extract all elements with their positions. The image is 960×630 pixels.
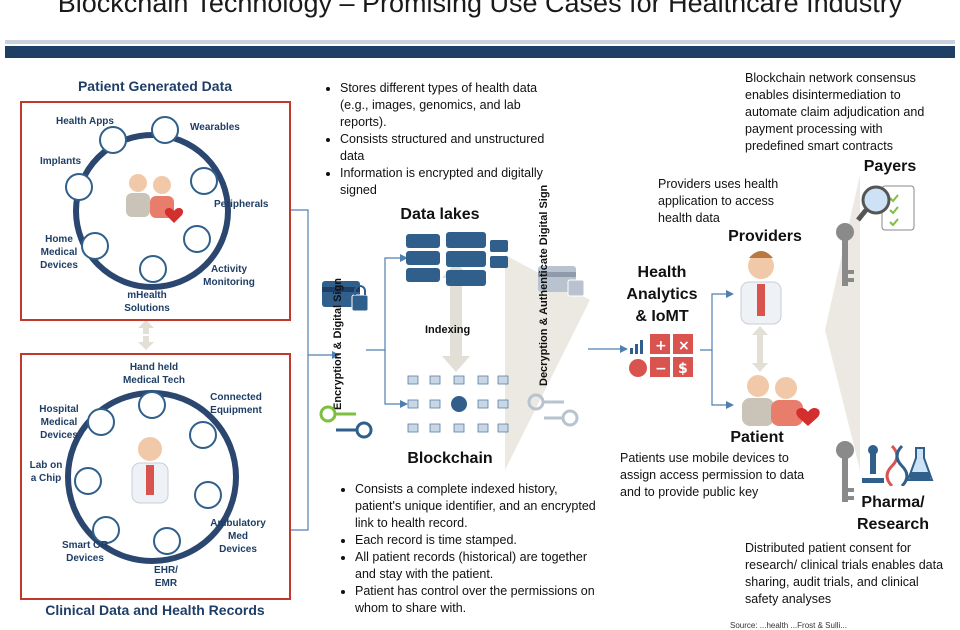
payers-title: Payers [863,158,917,175]
database-icon [400,228,510,290]
title-rule-light [5,40,955,44]
encryption-digital-sign-label: Encryption & Digital Sign [332,277,344,410]
svg-text:−: − [655,361,667,377]
clinical-heading: Clinical Data and Health Records [45,602,265,618]
label-smart-or-devices: Smart OR Devices [61,540,109,564]
providers-note: Providers uses health application to acc… [658,177,779,225]
card-lock-icon [320,277,372,315]
key-icon [834,220,856,290]
data-lakes-bullet: Consists structured and unstructured dat… [340,131,568,165]
key-icon [834,440,856,506]
pharma-note: Distributed patient consent for research… [745,541,944,606]
svg-text:$: $ [678,361,688,377]
label-implants: Implants [40,156,82,167]
data-lakes-bullets: Stores different types of health data (e… [318,80,568,199]
label-hand-held-medical-tech: Hand held Medical Tech [122,362,186,386]
funnel-left [505,255,590,470]
indexing-label: Indexing [425,324,471,336]
blockchain-bullet: Each record is time stamped. [355,532,598,549]
blockchain-bullets: Consists a complete indexed history, pat… [333,481,598,617]
label-connected-equipment: Connected Equipment [210,392,262,416]
payers-note: Blockchain network consensus enables dis… [745,71,925,153]
patient-note: Patients use mobile devices to assign ac… [620,451,805,499]
patients-icon [126,174,184,223]
page-title: Blockchain Technology – Promising Use Ca… [57,0,903,18]
data-lakes-title: Data lakes [400,206,480,223]
label-wearables: Wearables [190,122,240,133]
label-ehr-emr: EHR/ EMR [154,565,178,589]
label-mhealth-solutions: mHealth Solutions [124,290,170,314]
label-home-medical-devices: Home Medical Devices [40,234,78,271]
label-peripherals: Peripherals [214,199,269,210]
label-health-apps: Health Apps [56,116,114,127]
doctor-icon [131,437,169,504]
magnifier-clipboard-icon [856,180,920,236]
data-lakes-bullet: Stores different types of health data (e… [340,80,568,131]
clinical-device-ring [65,390,239,564]
label-activity-monitoring: Activity Monitoring [203,264,255,288]
title-rule-dark [5,46,955,58]
patient-generated-heading: Patient Generated Data [77,78,233,94]
blockchain-bullet: Patient has control over the permissions… [355,583,598,617]
label-ambulatory-med-devices: Ambulatory Med Devices [210,518,266,555]
health-analytics-title: Health Analytics & IoMT [626,264,698,325]
label-lab-on-a-chip: Lab on a Chip [29,460,63,484]
data-lakes-bullet: Information is encrypted and digitally s… [340,165,568,199]
blockchain-network-icon [404,370,512,440]
patient-icon [736,372,822,428]
label-hospital-medical-devices: Hospital Medical Devices [39,404,79,441]
blockchain-bullet: Consists a complete indexed history, pat… [355,481,598,532]
svg-text:+: + [655,338,667,354]
svg-text:×: × [678,338,690,354]
card-lock-icon [536,262,588,300]
analytics-icon: + ×−$ [628,332,698,380]
clinical-box: Hand held Medical Tech Connected Equipme… [20,353,291,600]
keys-icon [526,390,582,428]
funnel-right [825,175,860,470]
provider-doctor-icon [735,248,787,328]
patient-title: Patient [730,429,784,446]
providers-title: Providers [728,228,802,245]
blockchain-title: Blockchain [407,450,493,467]
decryption-authenticate-label: Decryption & Authenticate Digital Sign [538,184,550,386]
keys-icon [318,402,376,440]
source-note: Source: ...health ...Frost & Sulli... [730,621,847,630]
patient-generated-box: Health Apps Wearables Implants Periphera… [20,101,291,321]
lab-research-icon [858,442,934,486]
pharma-research-title: Pharma/ Research [856,494,930,533]
patient-device-ring [65,116,231,290]
blockchain-bullet: All patient records (historical) are tog… [355,549,598,583]
